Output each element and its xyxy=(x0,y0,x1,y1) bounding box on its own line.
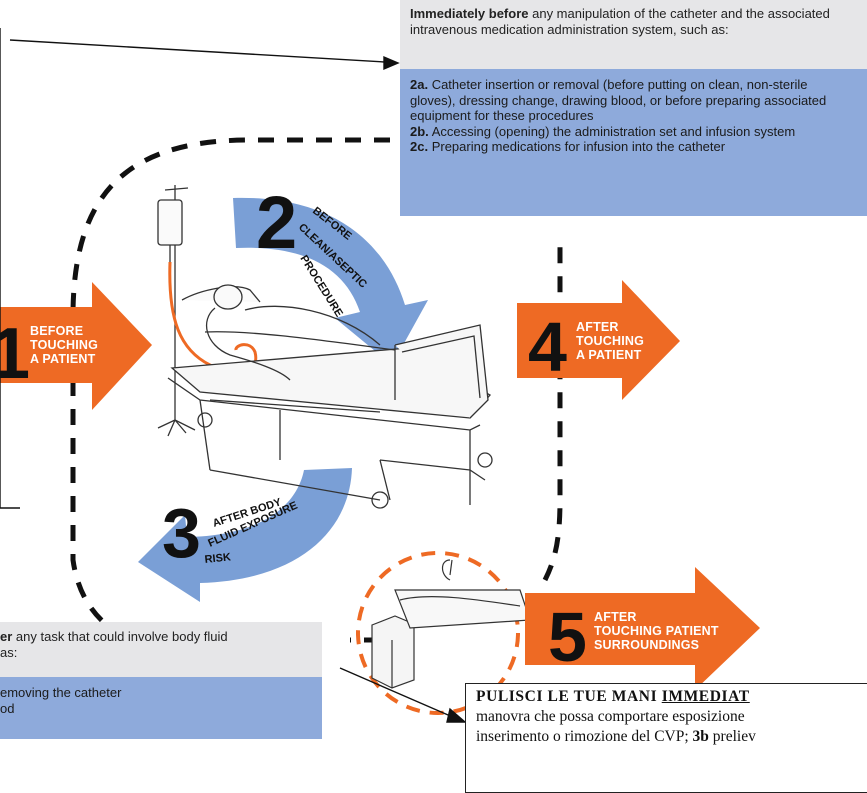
bottom-info-heading-line2: as: xyxy=(0,644,18,660)
step4-number: 4 xyxy=(528,308,567,386)
iv-tube xyxy=(168,261,258,374)
italian-note-plain: inserimento o rimozione del CVP; xyxy=(476,728,693,745)
top-info-box: Immediately before any manipulation of t… xyxy=(400,0,867,216)
italian-note-bold: PULISCI LE TUE MANI xyxy=(476,688,662,705)
step1-label-line: BEFORE xyxy=(30,324,84,338)
heading-rest: any task that could involve body fluid xyxy=(12,629,228,644)
step5-number: 5 xyxy=(548,598,587,676)
surroundings-dashed-circle xyxy=(356,551,520,715)
step4-label-line: AFTER xyxy=(576,320,619,334)
step1-label-line: TOUCHING xyxy=(30,338,99,352)
connector-arrows xyxy=(0,28,467,723)
step5-label-line: AFTER xyxy=(594,610,637,624)
step1-number: 1 xyxy=(0,314,31,394)
step4-label-line: A PATIENT xyxy=(576,348,642,362)
top-info-item-2a: 2a. Catheter insertion or removal (befor… xyxy=(410,77,853,124)
bottom-info-box: er any task that could involve body flui… xyxy=(0,622,322,739)
bed-illustration xyxy=(167,284,493,509)
top-info-item-2b: 2b. Accessing (opening) the administrati… xyxy=(410,124,853,140)
step4-arrow xyxy=(517,280,680,400)
item-key: 2b. xyxy=(410,123,429,139)
top-info-list: 2a. Catheter insertion or removal (befor… xyxy=(400,69,867,216)
top-info-item-2c: 2c. Preparing medications for infusion i… xyxy=(410,139,853,155)
top-info-heading: Immediately before any manipulation of t… xyxy=(400,0,867,69)
step3-number: 3 xyxy=(162,494,201,572)
italian-note-line3: inserimento o rimozione del CVP; 3b prel… xyxy=(476,727,867,747)
top-info-heading-rest: any manipulation of the catheter and the… xyxy=(410,6,830,37)
italian-note-bold-ref: 3b xyxy=(692,728,709,745)
italian-note-box: PULISCI LE TUE MANI IMMEDIAT manovra che… xyxy=(465,683,867,793)
step5-arrow xyxy=(525,567,760,690)
bottom-info-item: emoving the catheter xyxy=(0,685,122,700)
step3-label-line3: RISK xyxy=(204,551,231,566)
step1-label: BEFORE TOUCHING A PATIENT xyxy=(30,324,98,366)
item-text: Accessing (opening) the administration s… xyxy=(428,123,796,139)
italian-note-line2: manovra che possa comportare esposizione xyxy=(476,708,745,725)
step3-curved-arrow xyxy=(138,468,352,602)
item-key: 2c. xyxy=(410,139,429,154)
top-info-heading-bold: Immediately before xyxy=(410,6,529,21)
bottom-info-heading: er any task that could involve body flui… xyxy=(0,622,322,677)
bottom-info-item: od xyxy=(0,700,15,716)
iv-stand-illustration xyxy=(157,185,196,437)
step5-label: AFTER TOUCHING PATIENT SURROUNDINGS xyxy=(594,610,719,652)
step2-curved-arrow xyxy=(233,197,428,365)
step5-label-line: SURROUNDINGS xyxy=(594,638,700,652)
italian-note-rest: preliev xyxy=(708,728,756,745)
bottom-info-list: emoving the catheter od xyxy=(0,677,322,739)
surroundings-illustration xyxy=(371,559,531,689)
italian-note-underlined: IMMEDIAT xyxy=(661,688,750,705)
bottom-info-heading-line1: er any task that could involve body flui… xyxy=(0,629,322,645)
step1-label-line: A PATIENT xyxy=(30,352,96,366)
step2-number: 2 xyxy=(256,181,298,264)
step5-label-line: TOUCHING PATIENT xyxy=(594,624,719,638)
item-key: 2a. xyxy=(410,77,429,92)
item-text: Preparing medications for infusion into … xyxy=(428,139,726,154)
step4-label: AFTER TOUCHING A PATIENT xyxy=(576,320,644,362)
item-text: Catheter insertion or removal (before pu… xyxy=(410,77,827,123)
heading-bold-fragment: er xyxy=(0,629,13,644)
italian-note-line1: PULISCI LE TUE MANI IMMEDIAT xyxy=(476,687,867,707)
step1-arrow xyxy=(0,282,152,410)
step4-label-line: TOUCHING xyxy=(576,334,645,348)
